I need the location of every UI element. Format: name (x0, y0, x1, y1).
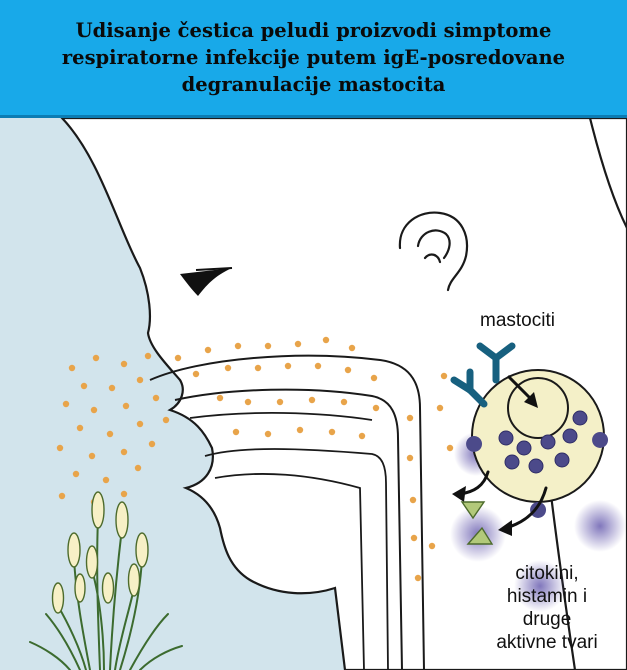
mast-cells-label: mastociti (480, 310, 555, 332)
products-label: citokini, histamin i druge aktivne tvari (468, 562, 626, 654)
diagram-title: Udisanje čestica peludi proizvodi simpto… (14, 17, 614, 98)
title-banner: Udisanje čestica peludi proizvodi simpto… (0, 0, 627, 118)
